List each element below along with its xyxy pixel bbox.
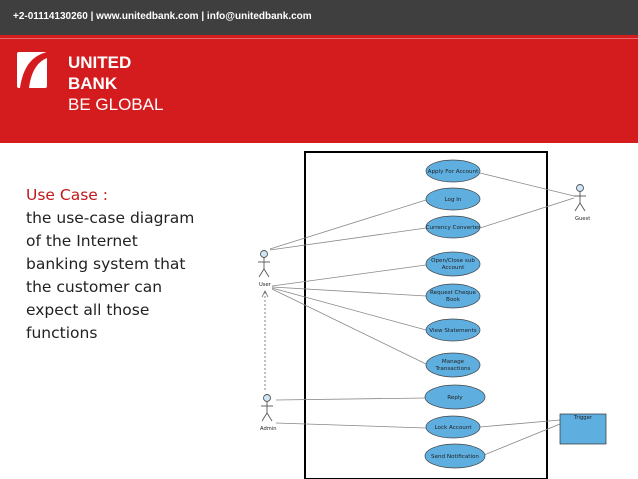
use-case-send-notification: Send Notification — [424, 443, 486, 469]
contact-info: +2-01114130260 | www.unitedbank.com | in… — [13, 11, 312, 22]
brand-tagline: BE GLOBAL — [68, 95, 164, 114]
brand-name: UNITED BANK BE GLOBAL — [68, 52, 163, 115]
brand-header — [0, 35, 638, 143]
use-case-label: Open/Close sub — [431, 258, 475, 264]
brand-line-2: BANK — [68, 74, 118, 93]
use-case-reply: Reply — [424, 384, 486, 410]
use-case-lock-account: Lock Account — [425, 415, 481, 439]
use-case-label: Currency Converter — [426, 225, 482, 231]
brand-line-1: UNITED — [68, 53, 132, 72]
admin-actor — [261, 394, 273, 422]
use-case-log-in: Log In — [425, 187, 481, 211]
generalization-arrow — [261, 290, 269, 298]
use-case-request-cheque-book: Request Cheque Book — [425, 283, 481, 309]
use-case-label: Reply — [447, 395, 463, 401]
bank-logo-icon — [17, 52, 47, 88]
body-line: banking system that — [26, 255, 186, 273]
use-case-view-statements: View Statements — [425, 318, 481, 342]
user-label: User — [259, 282, 272, 288]
use-case-label: Transactions — [435, 366, 471, 372]
top-contact-bar: +2-01114130260 | www.unitedbank.com | in… — [0, 0, 638, 35]
use-case-label: View Statements — [429, 328, 476, 334]
guest-actor — [574, 184, 586, 212]
use-case-label: Send Notification — [431, 454, 479, 460]
use-case-label: Log In — [445, 197, 462, 203]
system-boundary — [304, 151, 548, 479]
guest-label: Guest — [575, 216, 590, 222]
header-divider — [0, 38, 638, 39]
associations — [269, 172, 575, 456]
use-case-label: Account — [442, 265, 465, 271]
use-case-label: Lock Account — [434, 425, 472, 431]
use-case-label: Manage — [442, 359, 465, 365]
use-case-manage-transactions: Manage Transactions — [425, 352, 481, 378]
user-actor — [258, 250, 270, 278]
body-line: of the Internet — [26, 232, 138, 250]
use-case-label: Book — [446, 297, 461, 303]
body-line: the customer can — [26, 278, 163, 296]
use-case-open-close-sub-account: Open/Close sub Account — [425, 251, 481, 277]
body-line: functions — [26, 324, 98, 342]
use-case-currency-converter: Currency Converter — [426, 215, 482, 239]
use-case-label: Request Cheque — [430, 290, 476, 296]
trigger-label: Trigger — [573, 415, 593, 421]
use-case-label: Apply For Account — [428, 169, 479, 175]
slide-description: Use Case : the use-case diagram of the I… — [26, 184, 226, 345]
admin-label: Admin — [260, 426, 277, 432]
body-line: expect all those — [26, 301, 150, 319]
slide-heading: Use Case : — [26, 186, 108, 204]
body-line: the use-case diagram — [26, 209, 195, 227]
trigger-box — [559, 413, 607, 445]
use-case-apply-for-account: Apply For Account — [425, 159, 481, 183]
